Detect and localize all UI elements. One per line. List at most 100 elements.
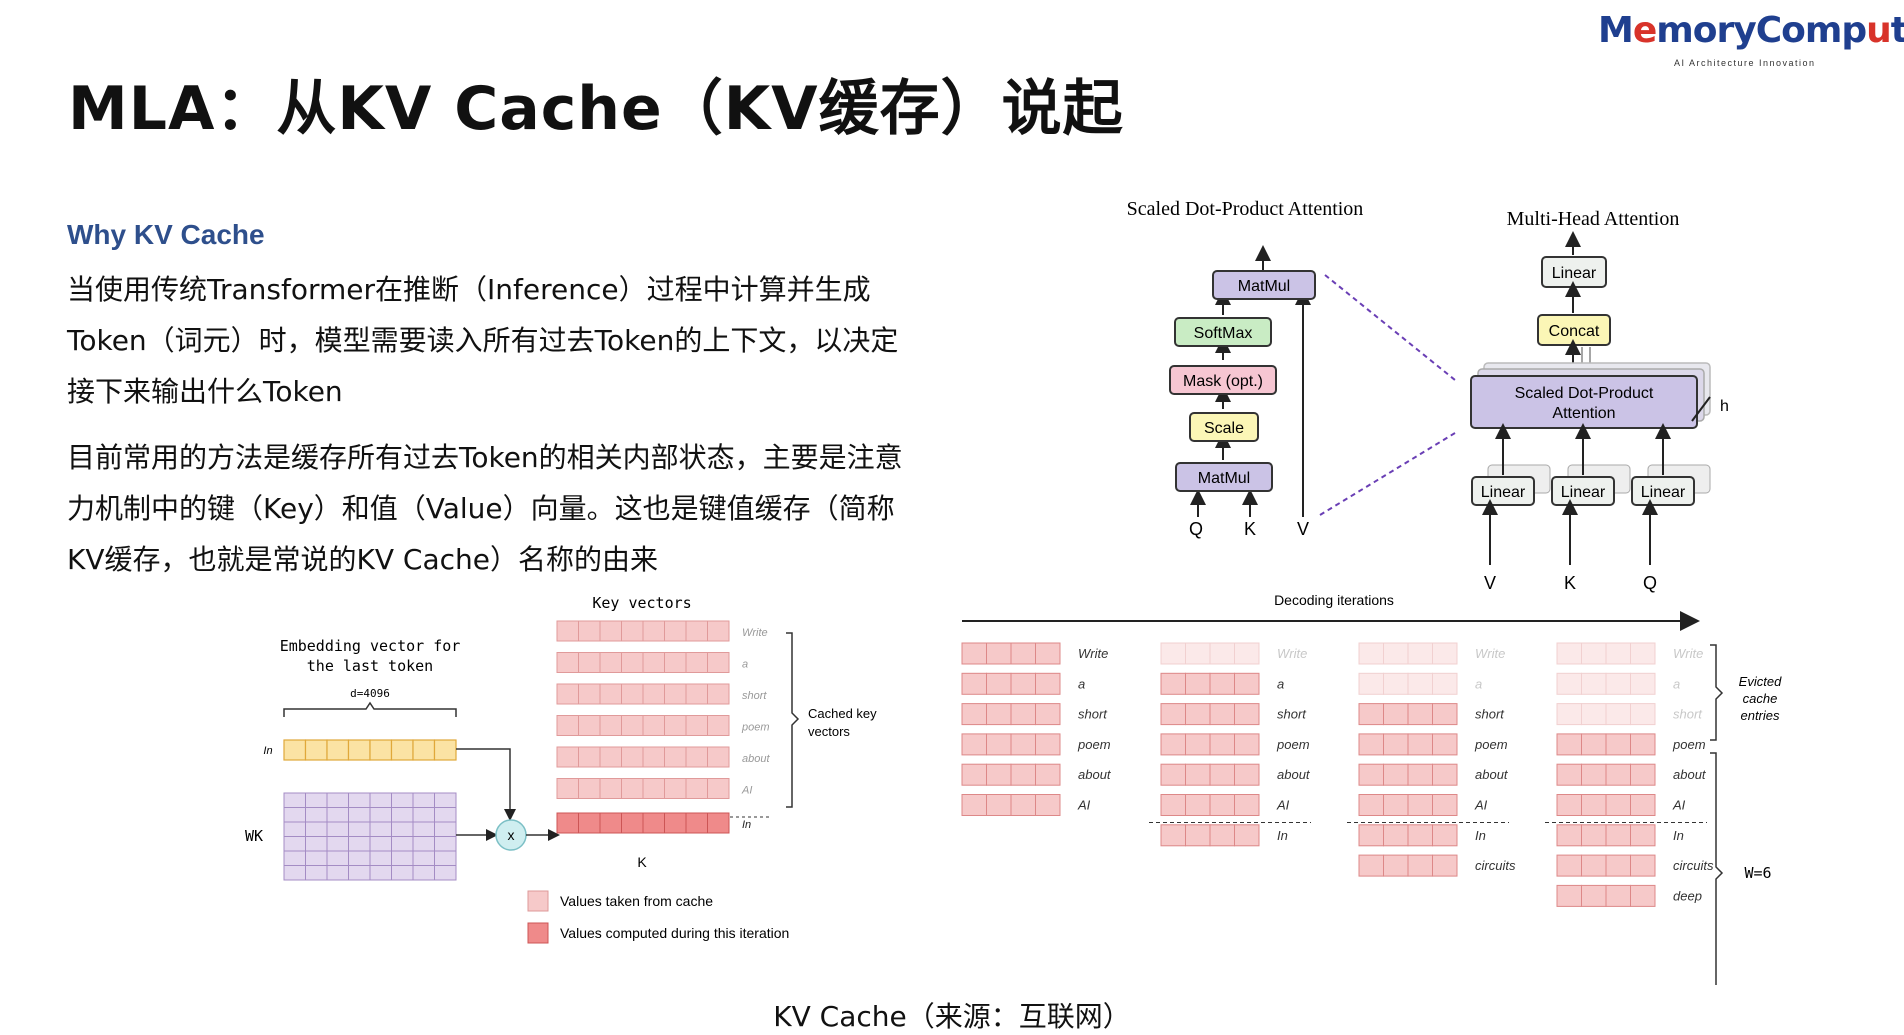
wk-cell bbox=[391, 821, 414, 837]
wk-cell bbox=[434, 807, 457, 823]
key-cell bbox=[642, 746, 665, 768]
decoding-token-label: circuits bbox=[1673, 858, 1714, 873]
wk-label: WK bbox=[245, 827, 263, 845]
key-cell bbox=[578, 683, 601, 705]
mha-h-label: h bbox=[1720, 398, 1729, 415]
decoding-cell bbox=[1432, 703, 1458, 726]
decoding-columns: WriteashortpoemaboutAIWriteashortpoemabo… bbox=[961, 642, 1714, 907]
wk-cell bbox=[369, 850, 392, 866]
decoding-cell bbox=[1160, 824, 1186, 847]
wk-cell bbox=[412, 865, 435, 881]
embedding-label-1: Embedding vector for bbox=[280, 637, 461, 655]
decoding-cell bbox=[1358, 672, 1384, 695]
decoding-cell bbox=[1010, 794, 1036, 816]
wk-cell bbox=[369, 865, 392, 881]
decoding-diagram: Decoding iterations Writeashortpoemabout… bbox=[961, 592, 1782, 985]
wk-cell bbox=[391, 865, 414, 881]
decoding-cell bbox=[961, 763, 987, 786]
decoding-cell bbox=[1160, 642, 1186, 665]
key-cell bbox=[621, 683, 644, 705]
sdpa-softmax-label: SoftMax bbox=[1194, 325, 1253, 342]
sdpa-input-v: V bbox=[1297, 519, 1309, 539]
key-cell bbox=[578, 715, 601, 736]
decoding-cell bbox=[1383, 733, 1409, 756]
decoding-cell bbox=[1407, 733, 1433, 756]
sdpa-mask bbox=[1169, 365, 1277, 395]
logo-tagline: AI Architecture Innovation bbox=[1674, 58, 1816, 68]
decoding-cell bbox=[1010, 763, 1036, 786]
wk-cell bbox=[283, 792, 306, 808]
wk-cell bbox=[283, 865, 306, 881]
decoding-cell bbox=[1556, 642, 1582, 665]
decoding-cell bbox=[1185, 763, 1211, 786]
decoding-cell bbox=[1556, 703, 1582, 726]
sdpa-input-q: Q bbox=[1189, 519, 1203, 539]
decoding-cell bbox=[1581, 672, 1607, 695]
decoding-cell bbox=[1630, 884, 1656, 907]
embedding-cell bbox=[283, 739, 307, 761]
key-cell bbox=[556, 620, 579, 642]
decoding-cell bbox=[1358, 824, 1384, 847]
key-token-label: short bbox=[742, 690, 767, 702]
key-cell bbox=[621, 620, 644, 642]
decoding-cell bbox=[986, 703, 1012, 726]
key-cell bbox=[556, 778, 579, 799]
key-cell bbox=[556, 652, 579, 673]
mha-linear-v: Linear bbox=[1471, 464, 1551, 506]
decoding-cell bbox=[961, 642, 987, 665]
mha-linear-k: Linear bbox=[1551, 464, 1631, 506]
decoding-cell bbox=[1209, 824, 1235, 847]
mha-linear-q-label: Linear bbox=[1641, 484, 1686, 501]
decoding-cell bbox=[1010, 642, 1036, 665]
decoding-cell bbox=[1209, 733, 1235, 756]
mha-sdpa-label-1: Scaled Dot-Product bbox=[1515, 385, 1654, 402]
decoding-cell bbox=[1209, 794, 1235, 816]
key-cell bbox=[707, 778, 730, 799]
paragraph-1: 当使用传统Transformer在推断（Inference）过程中计算并生成To… bbox=[67, 273, 899, 408]
mha-linear-top-label: Linear bbox=[1552, 265, 1597, 282]
mha-concat-label: Concat bbox=[1549, 323, 1600, 340]
wk-cell bbox=[434, 850, 457, 866]
decoding-cell bbox=[1407, 854, 1433, 877]
dim-label: d=4096 bbox=[350, 687, 390, 700]
decoding-cell bbox=[1035, 703, 1061, 726]
key-cell bbox=[685, 812, 708, 834]
decoding-cell bbox=[1556, 672, 1582, 695]
mha-input-v: V bbox=[1484, 573, 1496, 593]
wk-cell bbox=[283, 836, 306, 852]
decoding-cell bbox=[1605, 824, 1631, 847]
wk-cell bbox=[305, 865, 328, 881]
key-token-label: about bbox=[742, 753, 770, 765]
decoding-token-label: short bbox=[1475, 707, 1505, 722]
decoding-token-label: poem bbox=[1077, 737, 1111, 752]
decoding-cell bbox=[1160, 703, 1186, 726]
decoding-cell bbox=[1234, 703, 1260, 726]
decoding-token-label: AI bbox=[1077, 798, 1091, 813]
sdpa-scale bbox=[1189, 412, 1259, 442]
legend-cache-swatch bbox=[527, 890, 549, 912]
mha-linear-q: Linear bbox=[1631, 464, 1711, 506]
decoding-cell bbox=[1010, 733, 1036, 756]
decoding-cell bbox=[1383, 824, 1409, 847]
decoding-cell bbox=[1383, 794, 1409, 816]
wk-cell bbox=[348, 821, 371, 837]
decoding-cell bbox=[1556, 794, 1582, 816]
decoding-token-label: about bbox=[1277, 767, 1311, 782]
wk-cell bbox=[348, 836, 371, 852]
key-cell bbox=[599, 812, 622, 834]
decoding-cell bbox=[1209, 672, 1235, 695]
wk-cell bbox=[326, 850, 349, 866]
decoding-token-label: poem bbox=[1276, 737, 1310, 752]
key-token-label: poem bbox=[741, 722, 770, 734]
brand-logo: MemoryCompute AI Architecture Innovation bbox=[1598, 10, 1904, 70]
key-cell bbox=[599, 715, 622, 736]
mha-input-q: Q bbox=[1643, 573, 1657, 593]
key-cell bbox=[685, 778, 708, 799]
multiply-symbol: x bbox=[508, 827, 515, 843]
key-token-label: AI bbox=[741, 785, 752, 797]
decoding-cell bbox=[1556, 854, 1582, 877]
sdpa-matmul-bottom bbox=[1175, 462, 1273, 492]
evicted-label-1: Evicted bbox=[1739, 674, 1782, 689]
decoding-cell bbox=[1432, 763, 1458, 786]
decoding-cell bbox=[1234, 672, 1260, 695]
